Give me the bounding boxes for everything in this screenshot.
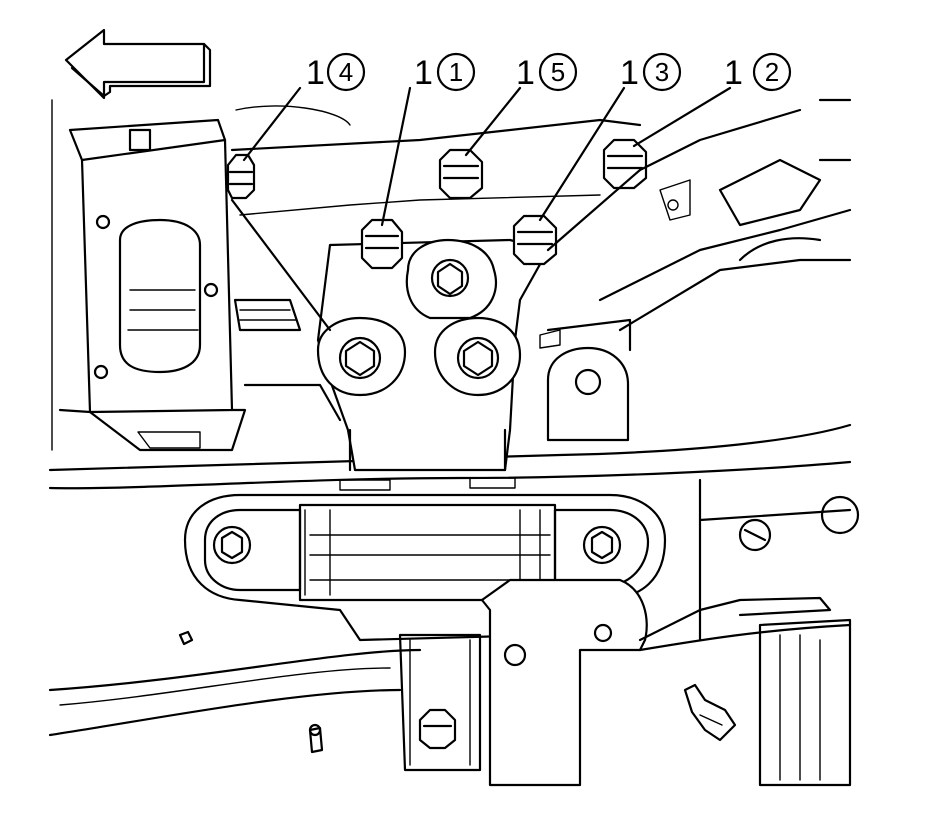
callout-4-prefix: 1 [306,54,325,92]
bracket-bolt-right [456,336,500,380]
callout-1: 1 1 [414,52,476,92]
callout-4: 1 4 [306,52,366,92]
transmission-bolt-left [212,525,252,565]
bracket-bolt-left [338,336,382,380]
leader-lines [242,86,732,227]
mount-bolt-1 [360,218,404,270]
mount-bolt-2 [602,138,648,190]
direction-arrow-icon [64,28,212,100]
callout-3: 1 3 [620,52,682,92]
mount-bolt-3 [512,214,558,266]
bracket-bolt-upper [430,258,470,298]
mount-bolt-5 [438,148,484,200]
left-bracket [58,118,247,452]
engine-block [230,98,852,422]
callout-1-prefix: 1 [414,54,433,92]
callout-3-number: 3 [655,57,669,87]
callout-2-number: 2 [765,57,779,87]
callout-1-number: 1 [449,57,463,87]
callout-3-prefix: 1 [620,54,639,92]
transmission-bolt-right [582,525,622,565]
callout-2: 1 2 [724,52,792,92]
right-mount-ear [539,318,632,442]
sensor-fitting [683,683,737,742]
callout-4-number: 4 [339,57,353,87]
mount-bolt-4 [226,153,256,200]
stud-fitting [178,630,324,754]
callout-5-prefix: 1 [516,54,535,92]
callout-2-prefix: 1 [724,54,743,92]
frame-rail [48,99,852,737]
callout-5-number: 5 [551,57,565,87]
lower-bracket [398,478,860,787]
callout-5: 1 5 [516,52,578,92]
